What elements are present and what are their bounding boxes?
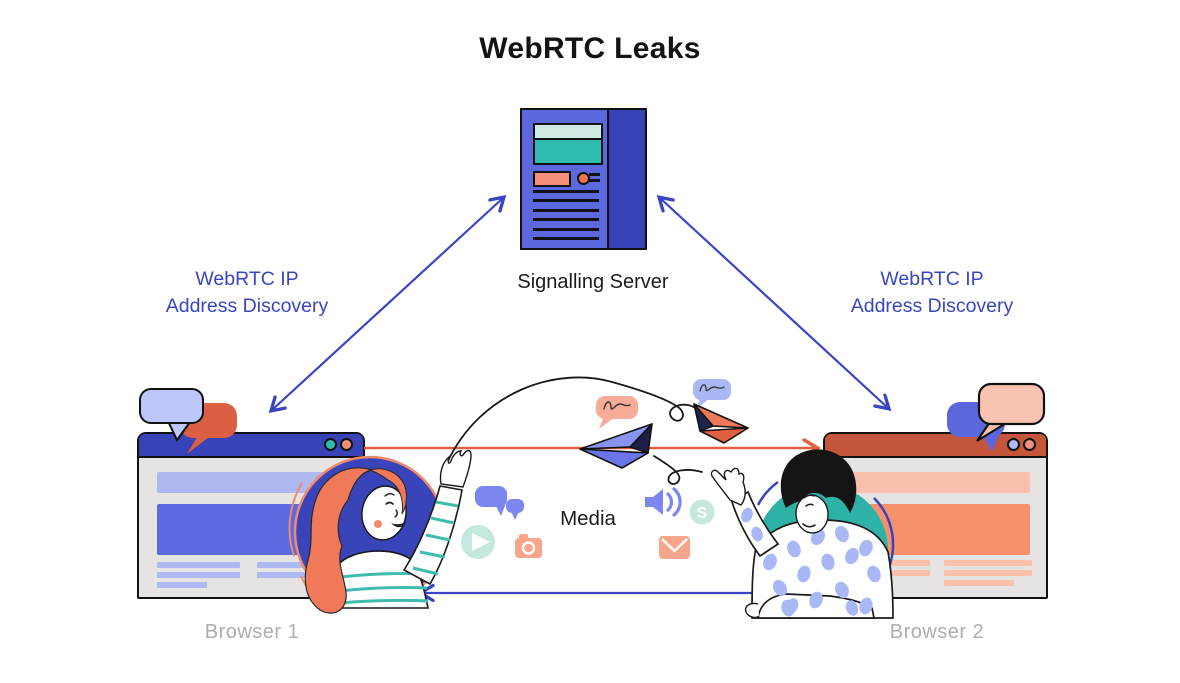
flight-path-curves	[446, 376, 703, 485]
scribble	[603, 401, 631, 410]
woman-face	[361, 485, 407, 541]
left-discovery-label: WebRTC IP Address Discovery	[165, 268, 329, 317]
server-side-panel	[607, 110, 645, 248]
scribble	[699, 384, 725, 392]
man-hand-resting	[744, 602, 760, 619]
content-block	[157, 472, 347, 493]
scribble-bubble-salmon	[596, 396, 638, 429]
paper-plane-orange	[693, 403, 749, 444]
play-icon	[461, 525, 495, 559]
browser2-window	[823, 432, 1048, 599]
window-dot-periwinkle	[1007, 438, 1020, 451]
chat-bubbles-icon	[475, 486, 524, 520]
skype-icon: S	[689, 499, 715, 525]
man-hand-pointing	[710, 467, 746, 506]
page-title: WebRTC Leaks	[479, 32, 701, 65]
media-label: Media	[560, 507, 616, 530]
window-dot-salmon	[340, 438, 353, 451]
content-block	[842, 472, 1030, 493]
mail-icon	[659, 536, 690, 559]
browser1-window	[137, 432, 365, 599]
server-drive-bay	[533, 171, 571, 187]
server-label: Signalling Server	[517, 271, 669, 293]
content-block	[157, 504, 347, 555]
scribble-bubble-blue	[693, 379, 731, 409]
woman-hair-front	[368, 468, 407, 515]
browser2-titlebar	[825, 434, 1046, 458]
browser1-titlebar	[139, 434, 363, 458]
paper-plane-blue	[579, 423, 653, 469]
right-discovery-label: WebRTC IP Address Discovery	[850, 268, 1014, 317]
volume-icon	[645, 487, 682, 517]
server-screen	[533, 123, 603, 165]
window-dot-teal	[324, 438, 337, 451]
browser2-label: Browser 2	[889, 621, 985, 643]
server-led	[577, 172, 590, 185]
signalling-server-icon	[520, 108, 647, 250]
woman-hand	[439, 449, 472, 488]
man-arm-pointing	[730, 490, 780, 558]
woman-arm	[402, 485, 463, 586]
browser1-label: Browser 1	[204, 621, 300, 643]
skype-letter: S	[697, 505, 708, 522]
window-dot-salmon	[1023, 438, 1036, 451]
content-block	[842, 504, 1030, 555]
camera-icon	[515, 534, 542, 558]
